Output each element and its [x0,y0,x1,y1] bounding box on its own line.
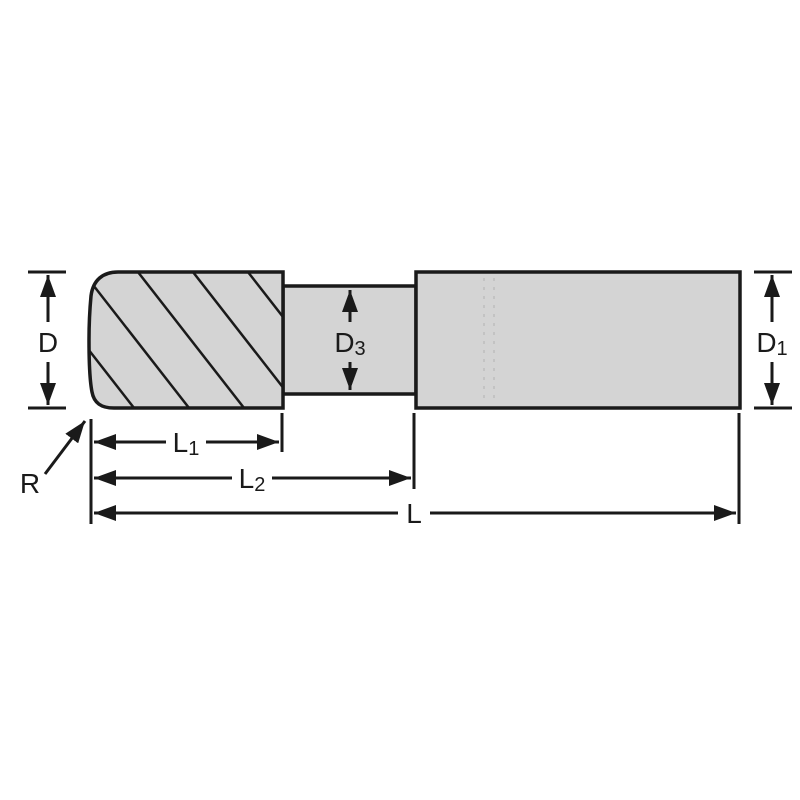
dimension-d1: D1 [754,270,792,410]
dimension-l1: L1 [94,427,279,461]
tool-cutting-head [87,270,285,410]
label-l1: L1 [173,427,200,461]
tool-body [87,270,742,410]
label-d1: D1 [756,327,787,361]
label-r: R [20,468,40,499]
dimension-d: D [28,270,66,410]
dim-r-leader-arrow [43,420,87,475]
label-l: L [406,498,422,529]
shank-texture-lines [483,278,495,402]
label-d: D [38,327,58,358]
flute-lines [89,272,283,408]
label-d3: D3 [334,327,365,361]
tool-shank [414,270,742,410]
extension-lines [89,413,741,524]
label-l2: L2 [239,463,266,497]
dimension-l2: L2 [94,463,411,497]
dimension-l: L [94,498,736,529]
dimension-r: R [20,420,87,499]
dimension-d3: D3 [334,290,366,390]
